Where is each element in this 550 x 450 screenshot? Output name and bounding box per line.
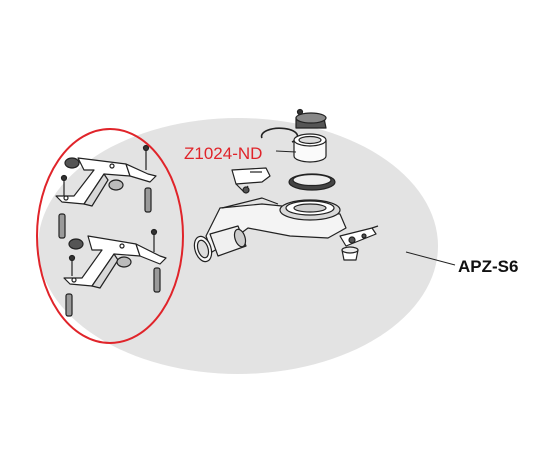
outlet-pipe [193, 225, 247, 263]
siphon-body [205, 197, 347, 253]
model-label-apz-s6: APZ-S6 [458, 257, 518, 276]
model-label-leader [405, 251, 456, 266]
highlight-ellipse [36, 128, 184, 344]
mounting-brackets-group [55, 144, 167, 317]
o-ring-gasket [288, 173, 336, 191]
small-cap [341, 246, 359, 261]
screw [68, 254, 76, 276]
drain-parts-group [193, 108, 379, 263]
cap-nut [116, 256, 132, 268]
screw [60, 174, 68, 196]
upper-bracket [55, 157, 157, 207]
screw [142, 144, 150, 170]
cap-nut [64, 157, 80, 169]
seal-ring-z1024 [293, 133, 327, 163]
part-label-leader [275, 150, 297, 153]
part-label-z1024-nd: Z1024-ND [184, 144, 262, 163]
locknut [295, 112, 327, 129]
wall-plug [144, 187, 152, 213]
cap-nut [108, 179, 124, 191]
wall-plug [58, 213, 66, 239]
wall-plug [65, 293, 73, 317]
drain-clip [339, 225, 379, 247]
cap-nut [68, 238, 84, 250]
retaining-clip [231, 167, 271, 194]
wall-plug [153, 267, 161, 293]
screw [150, 228, 158, 252]
